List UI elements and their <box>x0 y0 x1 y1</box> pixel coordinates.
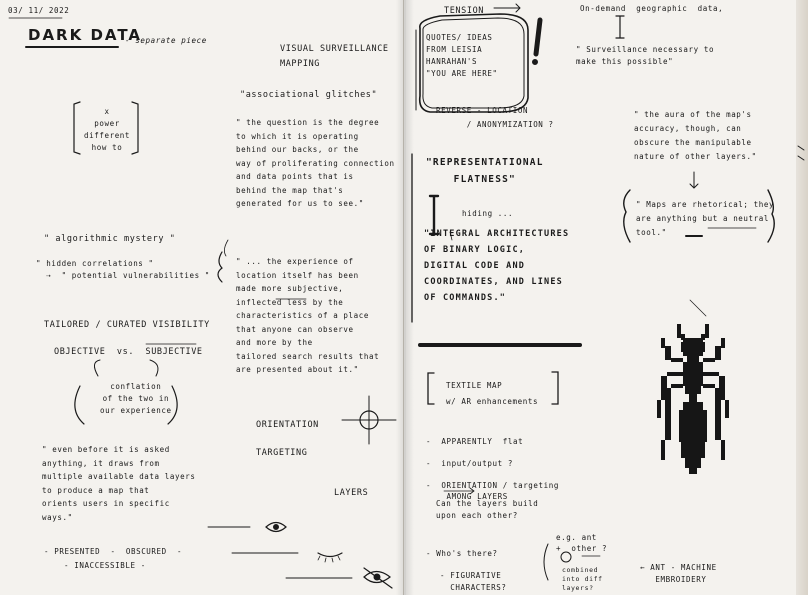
on-demand-data: On-demand geographic data, <box>580 4 724 13</box>
inaccessible-label: - INACCESSIBLE - <box>64 561 146 570</box>
quotes-box-text: QUOTES/ IDEAS FROM LEISIA HANRAHAN'S "YO… <box>426 33 498 78</box>
representational-flatness: "REPRESENTATIONAL FLATNESS" <box>426 157 544 185</box>
layers-label: LAYERS <box>334 488 369 498</box>
combined-layers: combined into diff layers? <box>562 566 603 592</box>
hidden-correlations: " hidden correlations " ⇢ " potential vu… <box>36 259 210 280</box>
maps-rhetorical-quote: " Maps are rhetorical; they are anything… <box>636 200 775 237</box>
tailored-visibility: TAILORED / CURATED VISIBILITY <box>44 320 210 330</box>
reverse-location: REVERSE - LOCATION / ANONYMIZATION ? <box>436 106 554 129</box>
eg-ant: e.g. ant + other ? <box>556 533 608 553</box>
objective-subjective: OBJECTIVE vs. SUBJECTIVE <box>54 347 203 357</box>
algorithmic-mystery: " algorithmic mystery " <box>44 234 176 244</box>
whos-there: - Who's there? <box>426 549 498 558</box>
conflation-note: conflation of the two in our experience <box>100 382 172 415</box>
integral-architectures: "INTEGRAL ARCHITECTURES OF BINARY LOGIC,… <box>424 229 570 303</box>
tension-label: TENSION <box>444 6 485 16</box>
ant-caption: ← ANT - MACHINE EMBROIDERY <box>640 563 717 584</box>
can-layers-question: Can the layers build upon each other? <box>436 499 539 520</box>
aura-quote: " the aura of the map's accuracy, though… <box>634 110 757 161</box>
idea-list: - APPARENTLY flat - input/output ? - ORI… <box>426 437 559 501</box>
date-label: 03/ 11/ 2022 <box>8 6 70 15</box>
ant-embroidery-drawing <box>657 324 729 474</box>
book-gutter <box>396 0 414 595</box>
bracket-note: x power different how to <box>84 107 131 152</box>
targeting-label: TARGETING <box>256 448 308 458</box>
glitches-quote: "associational glitches" <box>240 90 378 100</box>
textile-map: TEXTILE MAP w/ AR enhancements <box>446 381 539 406</box>
quote-location: " ... the experience of location itself … <box>236 257 380 374</box>
figurative-characters: - FIGURATIVE CHARACTERS? <box>440 571 507 592</box>
surveillance-quote: " Surveillance necessary to make this po… <box>576 45 715 66</box>
presented-obscured: - PRESENTED - OBSCURED - <box>44 547 183 556</box>
section-heading: VISUAL SURVEILLANCE MAPPING <box>280 44 389 69</box>
quote-orients: " even before it is asked anything, it d… <box>42 445 196 522</box>
quote-degree: " the question is the degree to which it… <box>236 118 395 208</box>
page-edge <box>796 0 808 595</box>
orientation-label: ORIENTATION <box>256 420 319 430</box>
page-title: DARK DATA <box>28 26 143 44</box>
hiding-note: hiding ... <box>462 209 514 218</box>
title-note: - separate piece <box>125 36 207 45</box>
left-page <box>0 0 404 595</box>
